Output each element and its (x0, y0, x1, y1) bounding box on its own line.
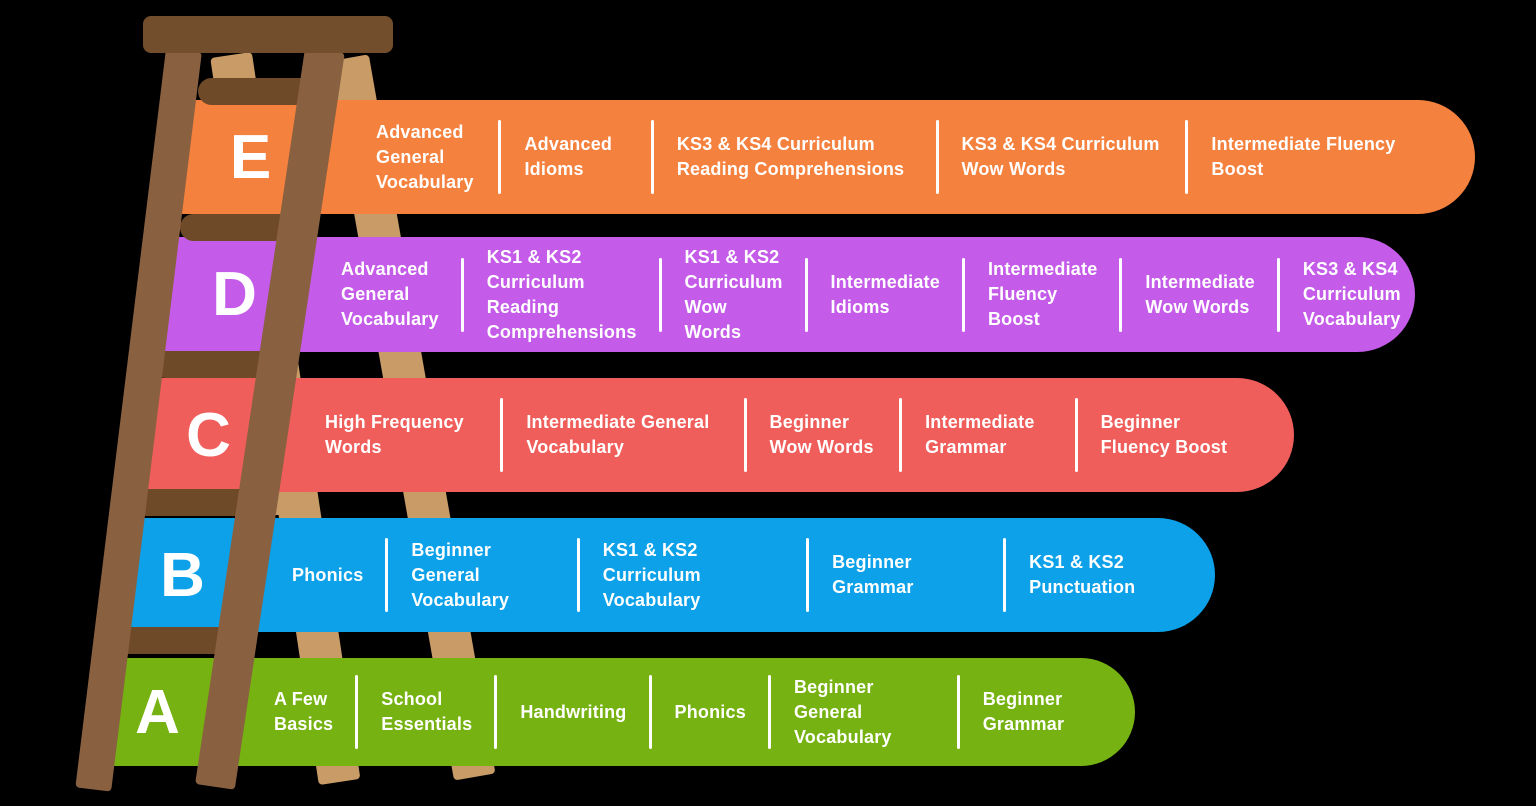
level-letter-c: C (186, 400, 232, 470)
topic-label: KS3 & KS4 Curriculum Wow Words (936, 100, 1186, 214)
topic-label: Beginner Fluency Boost (1075, 378, 1264, 492)
topic-label: KS1 & KS2 Punctuation (1003, 518, 1185, 632)
topic-label: Advanced General Vocabulary (376, 121, 474, 192)
topic-label: KS3 & KS4 Curriculum Reading Comprehensi… (651, 100, 936, 214)
topic-label: KS3 & KS4 Curriculum Vocabulary (1277, 237, 1423, 352)
level-row-d: D Advanced General Vocabulary KS1 & KS2 … (150, 237, 1415, 352)
topic-label: A Few Basics (274, 689, 334, 734)
topic-label: Beginner Grammar (957, 658, 1105, 766)
ladder-top-cap (143, 16, 393, 53)
level-letter-a: A (135, 677, 181, 747)
level-letter-b: B (160, 540, 206, 610)
level-row-a: A A Few Basics School Essentials Handwri… (100, 658, 1135, 766)
topic-label: Advanced General Vocabulary (341, 259, 439, 329)
level-letter-d: D (212, 260, 258, 329)
level-row-e: E Advanced General Vocabulary Advanced I… (165, 100, 1475, 214)
topic-label: Intermediate Fluency Boost (1185, 100, 1445, 214)
topic-label: Intermediate Fluency Boost (962, 237, 1119, 352)
topic-label: KS1 & KS2 Curriculum Reading Comprehensi… (461, 237, 659, 352)
topic-label: High Frequency Words (325, 412, 464, 457)
topic-label: School Essentials (355, 658, 494, 766)
topic-label: Beginner General Vocabulary (768, 658, 957, 766)
topic-label: Beginner Grammar (806, 518, 1003, 632)
topic-label: Advanced Idioms (498, 100, 650, 214)
topic-label: Intermediate Idioms (805, 237, 962, 352)
topic-label: KS1 & KS2 Curriculum Wow Words (659, 237, 805, 352)
level-row-b: B Phonics Beginner General Vocabulary KS… (115, 518, 1215, 632)
topic-label: Handwriting (494, 658, 648, 766)
topic-label: Phonics (292, 564, 364, 585)
level-letter-e: E (229, 122, 273, 192)
topic-label: Phonics (649, 658, 768, 766)
level-row-c: C High Frequency Words Intermediate Gene… (132, 378, 1294, 492)
topic-label: KS1 & KS2 Curriculum Vocabulary (577, 518, 806, 632)
topic-label: Beginner General Vocabulary (385, 518, 576, 632)
topic-label: Intermediate Wow Words (1119, 237, 1276, 352)
topic-label: Beginner Wow Words (744, 378, 900, 492)
topic-label: Intermediate Grammar (899, 378, 1074, 492)
topic-label: Intermediate General Vocabulary (500, 378, 743, 492)
